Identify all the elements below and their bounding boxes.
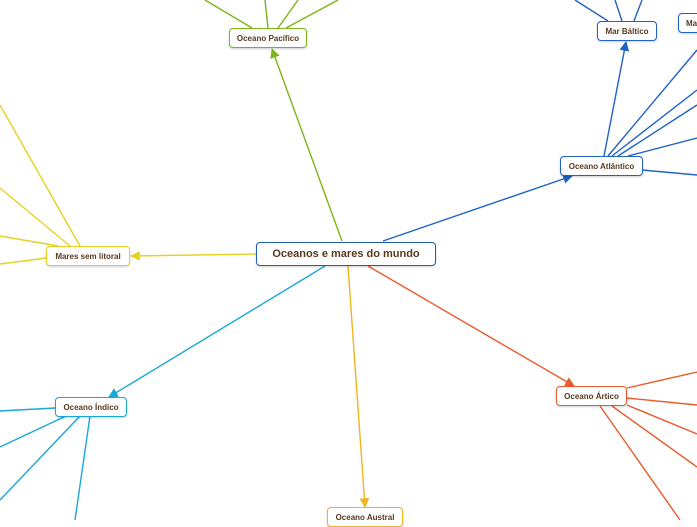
- connector-indico: [108, 265, 326, 398]
- topic-oceano-atlantico[interactable]: Oceano Atlântico: [560, 156, 643, 176]
- central-topic-node[interactable]: Oceanos e mares do mundo: [256, 242, 436, 266]
- topic-oceano-artico[interactable]: Oceano Ártico: [556, 386, 627, 406]
- connector-pacifico: [270, 48, 343, 242]
- branches-baltico: [574, 0, 643, 22]
- connector-artico: [367, 265, 575, 387]
- topic-label: Ma: [686, 18, 697, 28]
- branches-artico: [599, 371, 697, 520]
- topic-mares-sem-litoral[interactable]: Mares sem litoral: [46, 246, 130, 266]
- branches-indico: [0, 407, 91, 520]
- branches-atlantico: [607, 49, 697, 176]
- topic-label: Mares sem litoral: [55, 251, 121, 261]
- central-topic-label: Oceanos e mares do mundo: [272, 248, 420, 260]
- topic-label: Mar Báltico: [605, 26, 649, 36]
- topic-mar-baltico[interactable]: Mar Báltico: [597, 21, 657, 41]
- connector-austral: [347, 265, 370, 508]
- topic-oceano-pacifico[interactable]: Oceano Pacífico: [229, 28, 307, 48]
- connector-atlantico: [382, 174, 573, 242]
- branches-sem-litoral: [0, 104, 81, 265]
- connector-baltico: [603, 41, 630, 157]
- topic-label: Oceano Ártico: [564, 391, 619, 401]
- topic-oceano-indico[interactable]: Oceano Índico: [55, 397, 127, 417]
- topic-label: Oceano Atlântico: [568, 161, 635, 171]
- topic-partial-top-right[interactable]: Ma: [678, 13, 697, 33]
- topic-label: Oceano Pacífico: [236, 33, 300, 43]
- branches-pacifico: [204, 0, 339, 29]
- topic-label: Oceano Austral: [335, 512, 395, 522]
- topic-oceano-austral[interactable]: Oceano Austral: [327, 507, 403, 527]
- topic-label: Oceano Índico: [63, 402, 119, 412]
- connector-sem-litoral: [130, 250, 257, 261]
